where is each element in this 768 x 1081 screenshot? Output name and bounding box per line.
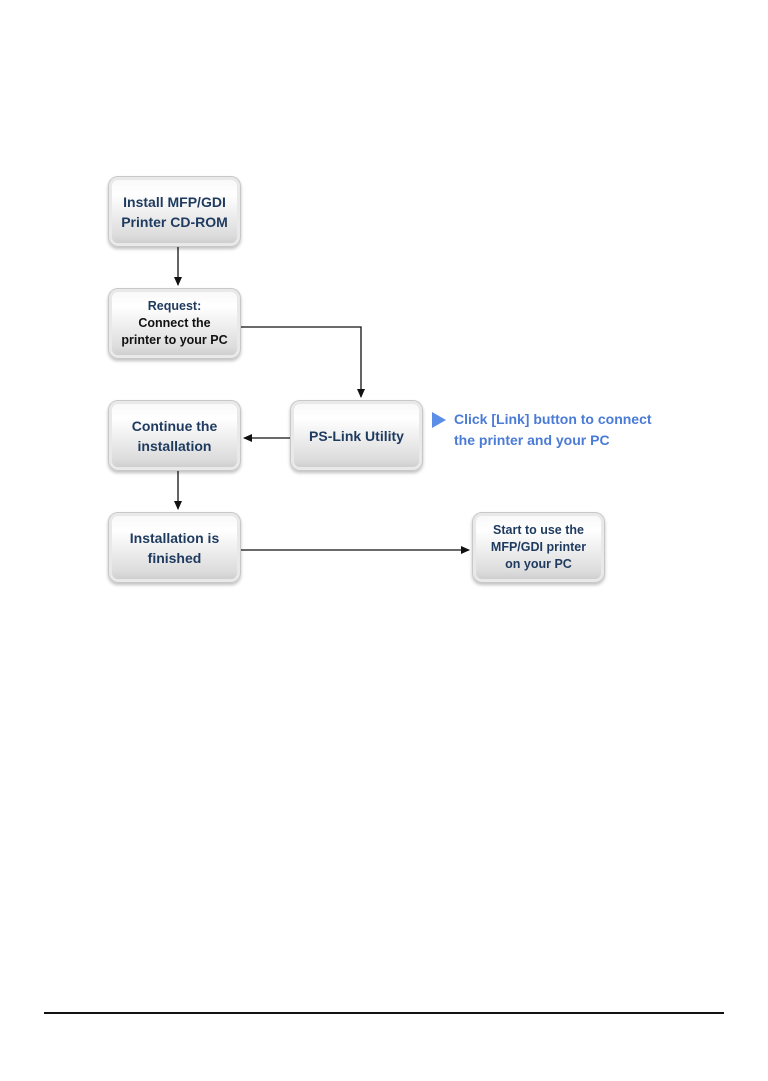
node-finished-line-2: finished <box>147 549 202 566</box>
node-ps-link-utility: PS-Link Utility <box>290 400 423 471</box>
node-install-line-1: Install MFP/GDI <box>123 193 226 210</box>
node-start-line-2: MFP/GDI printer <box>490 540 587 554</box>
node-continue-line-2: installation <box>137 437 212 454</box>
node-continue-line-1: Continue the <box>131 417 218 434</box>
footer-divider <box>44 1012 724 1014</box>
node-request-line-2: printer to your PC <box>121 333 228 347</box>
arrow-request-to-pslink <box>241 326 365 398</box>
link-instruction-note: Click [Link] button to connect the print… <box>432 409 652 451</box>
node-request-line-1: Connect the <box>138 316 211 330</box>
node-install-line-2: Printer CD-ROM <box>121 213 228 230</box>
note-line-2: the printer and your PC <box>454 432 610 448</box>
node-installation-finished: Installation is finished <box>108 512 241 583</box>
node-start-line-1: Start to use the <box>493 523 584 537</box>
note-line-1: Click [Link] button to connect <box>454 411 652 427</box>
pointer-triangle-icon <box>432 412 446 428</box>
node-finished-line-1: Installation is <box>129 529 220 546</box>
note-text: Click [Link] button to connect the print… <box>454 409 652 451</box>
node-pslink-label: PS-Link Utility <box>309 427 404 444</box>
node-install-cdrom: Install MFP/GDI Printer CD-ROM <box>108 176 241 247</box>
node-request-title: Request: <box>147 299 202 313</box>
node-request-connect: Request: Connect the printer to your PC <box>108 288 241 359</box>
node-start-using-printer: Start to use the MFP/GDI printer on your… <box>472 512 605 583</box>
node-start-line-3: on your PC <box>505 557 572 571</box>
node-continue-installation: Continue the installation <box>108 400 241 471</box>
